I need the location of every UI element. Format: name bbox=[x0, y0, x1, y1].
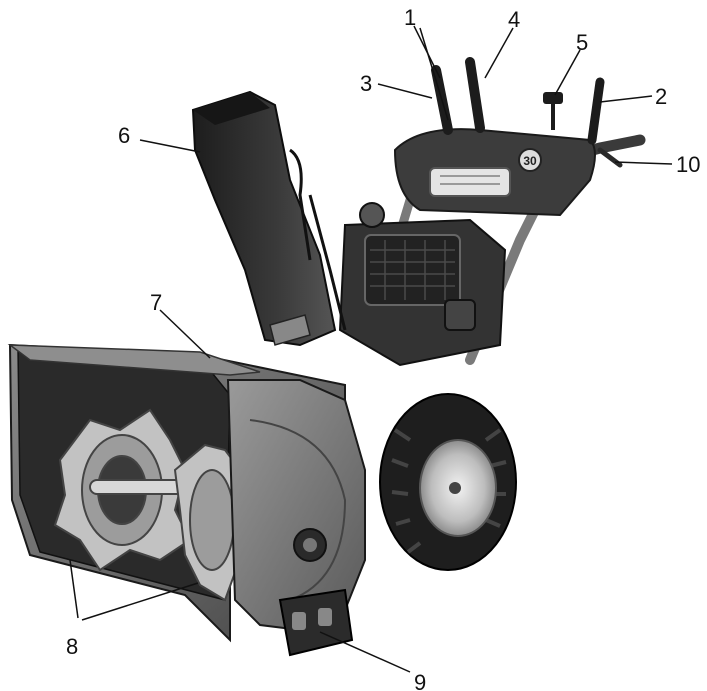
panel-number: 30 bbox=[523, 154, 537, 168]
callout-7: 7 bbox=[150, 290, 162, 315]
wheel bbox=[379, 393, 517, 571]
augers bbox=[53, 408, 247, 602]
discharge-chute bbox=[191, 90, 347, 347]
side-plate bbox=[226, 379, 366, 632]
leader-lines bbox=[69, 25, 673, 673]
callout-3: 3 bbox=[360, 71, 372, 96]
callout-10: 10 bbox=[676, 152, 700, 177]
callout-9: 9 bbox=[414, 670, 426, 691]
engine bbox=[338, 202, 507, 367]
panel-badge bbox=[518, 148, 542, 172]
callout-5: 5 bbox=[576, 30, 588, 55]
callout-8: 8 bbox=[66, 634, 78, 659]
callout-1: 1 bbox=[404, 5, 416, 30]
control-panel: 30 bbox=[393, 128, 596, 217]
headlight bbox=[429, 167, 511, 197]
callout-2: 2 bbox=[655, 84, 667, 109]
callout-6: 6 bbox=[118, 123, 130, 148]
callout-4: 4 bbox=[508, 7, 520, 32]
skid-shoe bbox=[278, 588, 354, 657]
